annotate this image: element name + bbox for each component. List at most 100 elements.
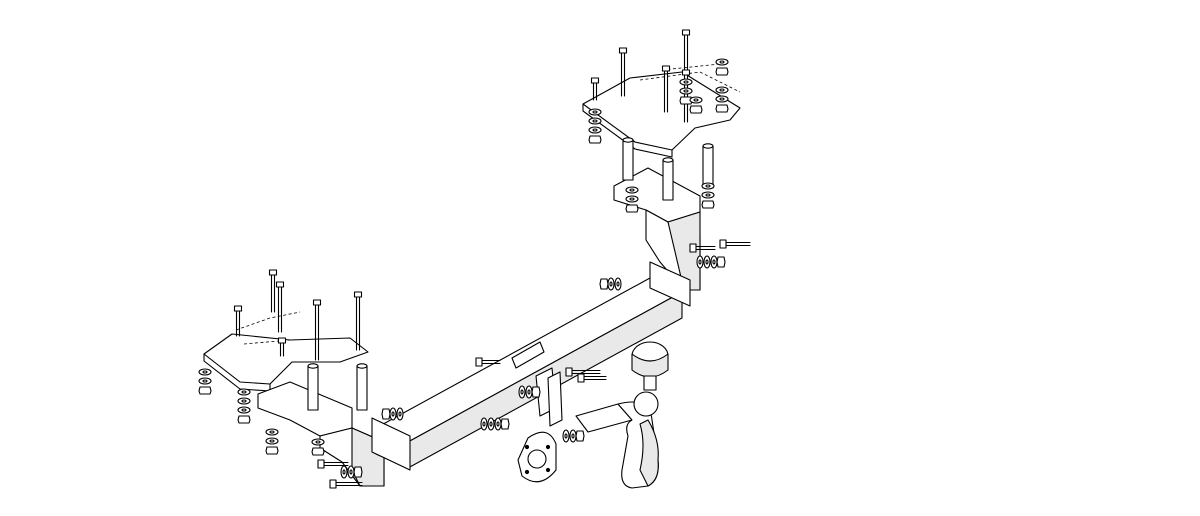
washer [198, 368, 212, 376]
washer-nut-stack [562, 429, 585, 443]
washer [701, 182, 715, 190]
nut [311, 447, 325, 456]
socket-mounting-plate [517, 431, 557, 483]
vertical-bolts [233, 29, 691, 361]
washer-nut-stack [381, 407, 404, 421]
bolt [661, 65, 671, 113]
nut [599, 278, 609, 290]
bolt [577, 373, 607, 383]
spacer-tube [356, 363, 368, 411]
socket-mount-bracket [535, 367, 563, 427]
washer-nut-stack [311, 438, 325, 456]
washer [625, 195, 639, 203]
washer-nut-stack [518, 385, 541, 399]
washer [569, 429, 577, 443]
washer [265, 437, 279, 445]
nut [531, 386, 541, 398]
bolt [277, 337, 287, 357]
bolt [689, 243, 716, 253]
washer [696, 255, 704, 269]
washer [701, 191, 715, 199]
washer [715, 86, 729, 94]
washer [494, 417, 502, 431]
washer-nut-stack [599, 277, 622, 291]
washer [389, 407, 397, 421]
washer [703, 255, 711, 269]
washer-nut-stack [679, 78, 693, 105]
washer [614, 277, 622, 291]
nut [715, 67, 729, 76]
bolt [312, 299, 322, 361]
washer [710, 255, 718, 269]
washer [480, 417, 488, 431]
washer [311, 438, 325, 446]
bolt [353, 291, 363, 351]
nut [588, 135, 602, 144]
nut [353, 466, 363, 478]
right-side-bracket [613, 167, 701, 291]
spacer-tube [662, 157, 674, 201]
washer [715, 95, 729, 103]
washer-nut-stack [625, 186, 639, 213]
bolt [590, 77, 600, 101]
washer-nut-stack [340, 465, 363, 479]
washer [237, 406, 251, 414]
washer [396, 407, 404, 421]
nut [381, 408, 391, 420]
nut [625, 204, 639, 213]
nut [500, 418, 510, 430]
spacer-tube [307, 363, 319, 411]
nut [689, 105, 703, 114]
spacer-tube [622, 137, 634, 181]
washer [588, 108, 602, 116]
washer-nut-stack [588, 108, 602, 144]
washer [625, 186, 639, 194]
nut [237, 415, 251, 424]
washer [588, 117, 602, 125]
washer-nut-stack [198, 368, 212, 395]
washer [588, 126, 602, 134]
washer [487, 417, 495, 431]
washer [237, 397, 251, 405]
washer-nut-stack [701, 182, 715, 209]
washer-nut-stack [715, 58, 729, 76]
washer [525, 385, 533, 399]
washer [237, 388, 251, 396]
washer-nut-stack [480, 417, 510, 431]
right-bracket-plate [582, 63, 741, 158]
washer [679, 87, 693, 95]
nut [265, 446, 279, 455]
washer-nut-stacks [198, 58, 729, 479]
left-bracket-plate [203, 311, 369, 392]
washer-nut-stack [689, 96, 703, 114]
washer [715, 58, 729, 66]
nut [575, 430, 585, 442]
washer [679, 78, 693, 86]
washer [265, 428, 279, 436]
washer-nut-stack [696, 255, 726, 269]
washer [347, 465, 355, 479]
spacer-tube [702, 143, 714, 189]
nut [198, 386, 212, 395]
bolt [475, 357, 501, 367]
washer-nut-stack [237, 388, 251, 424]
bolt [268, 269, 278, 313]
nut [715, 104, 729, 113]
nut [716, 256, 726, 268]
washer-nut-stack [265, 428, 279, 455]
crossbar [371, 261, 691, 471]
nut [679, 96, 693, 105]
nut [701, 200, 715, 209]
bolt [681, 29, 691, 71]
washer [198, 377, 212, 385]
washer [607, 277, 615, 291]
bolt [233, 305, 243, 337]
bolt [329, 479, 363, 489]
washer-nut-stack [715, 86, 729, 113]
washer [518, 385, 526, 399]
tow-ball [631, 341, 669, 391]
horizontal-bolts [317, 239, 751, 489]
bolt [565, 367, 601, 377]
